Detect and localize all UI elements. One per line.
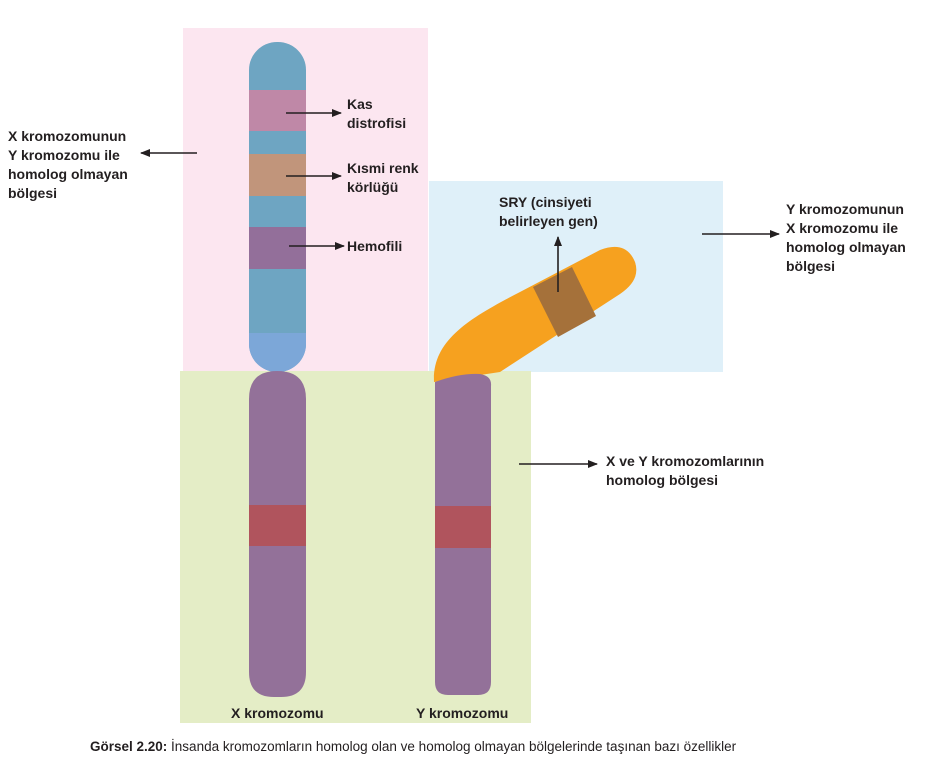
label-line: homolog olmayan	[8, 166, 128, 182]
gene-band-kismi-renk-korlugu	[249, 154, 306, 196]
gene-label-kismi-renk-korlugu: Kısmi renk körlüğü	[347, 159, 419, 197]
y-nonhomologous-region-label: Y kromozomunun X kromozomu ile homolog o…	[786, 200, 906, 276]
caption-text: İnsanda kromozomların homolog olan ve ho…	[167, 739, 737, 754]
label-line: SRY (cinsiyeti	[499, 194, 592, 210]
label-line: X kromozomu ile	[786, 220, 899, 236]
x-chromosome-upper-arm	[249, 42, 306, 372]
label-line: X kromozomunun	[8, 128, 127, 144]
label-line: Y kromozomunun	[786, 201, 904, 217]
x-homolog-band	[249, 505, 306, 546]
label-line: bölgesi	[786, 258, 836, 274]
gene-band-hemofili	[249, 227, 306, 269]
label-line: X ve Y kromozomlarının	[606, 453, 765, 469]
y-chromosome-upper-arm	[433, 246, 637, 382]
sry-gene-band	[533, 267, 596, 337]
y-chromosome-label: Y kromozomu	[416, 705, 509, 721]
figure-caption: Görsel 2.20: İnsanda kromozomların homol…	[90, 739, 736, 754]
label-line: homolog bölgesi	[606, 472, 718, 488]
y-homolog-band	[435, 506, 491, 548]
label-line: körlüğü	[347, 179, 399, 195]
label-line: Kısmi renk	[347, 160, 419, 176]
x-chromosome-label: X kromozomu	[231, 705, 324, 721]
gene-label-kas-distrofisi: Kas distrofisi	[347, 95, 406, 133]
label-line: bölgesi	[8, 185, 58, 201]
label-line: belirleyen gen)	[499, 213, 598, 229]
label-line: distrofisi	[347, 115, 407, 131]
label-line: Hemofili	[347, 238, 403, 254]
label-line: Kas	[347, 96, 373, 112]
caption-prefix: Görsel 2.20:	[90, 739, 168, 754]
label-line: homolog olmayan	[786, 239, 906, 255]
label-line: Y kromozomu ile	[8, 147, 120, 163]
sry-gene-label: SRY (cinsiyeti belirleyen gen)	[499, 193, 598, 231]
x-nonhomologous-region-label: X kromozomunun Y kromozomu ile homolog o…	[8, 127, 128, 203]
gene-band-kas-distrofisi	[249, 90, 306, 131]
homologous-region-label: X ve Y kromozomlarının homolog bölgesi	[606, 452, 764, 490]
gene-label-hemofili: Hemofili	[347, 237, 402, 256]
